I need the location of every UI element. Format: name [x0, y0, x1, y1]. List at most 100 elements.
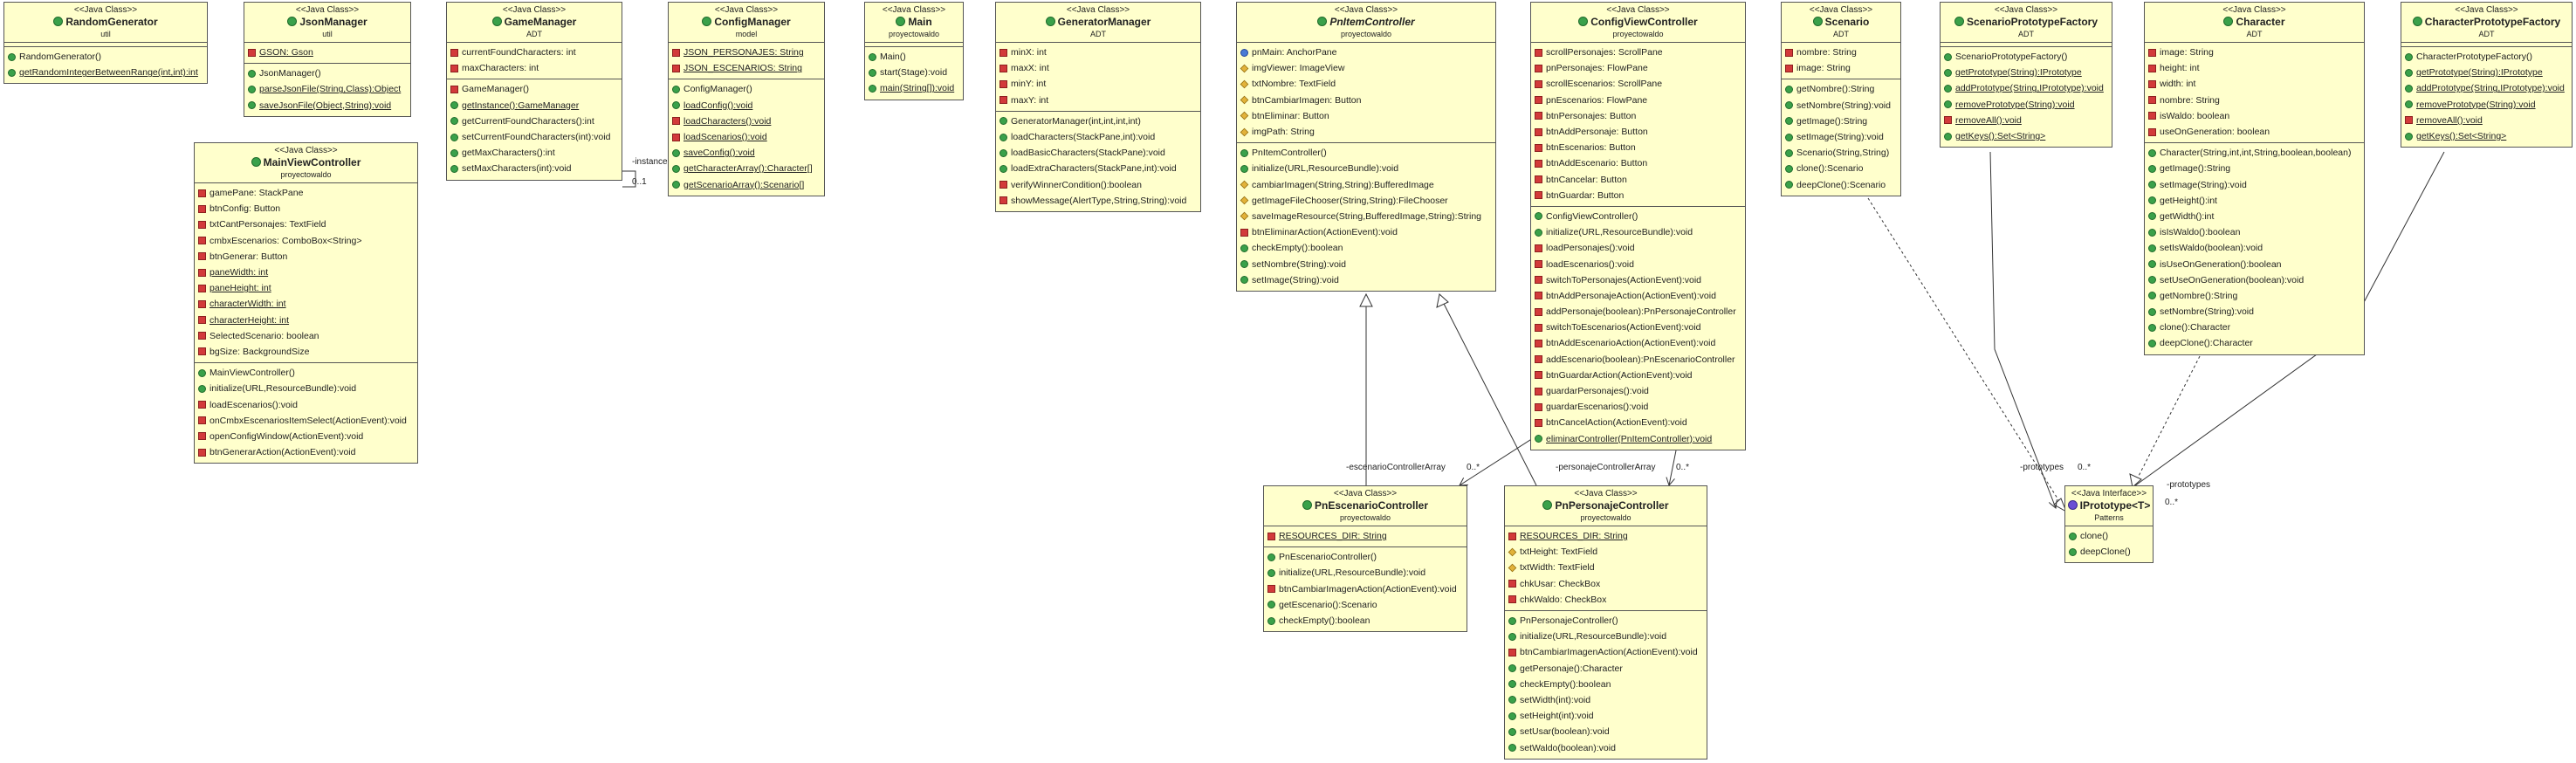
public-visibility-icon — [248, 85, 256, 93]
class-stereotype: <<Java Class>> — [1994, 5, 2058, 15]
class-icon — [251, 157, 261, 167]
class-package: model — [735, 30, 758, 38]
operation-row: setUseOnGeneration(boolean):void — [2148, 272, 2362, 288]
operation-row: getImage():String — [1785, 113, 1899, 129]
attribute-row: btnCambiarImagen: Button — [1240, 93, 1494, 108]
public-visibility-icon — [869, 52, 876, 61]
class-stereotype: <<Java Class>> — [1809, 5, 1873, 15]
operation-row: getEscenario():Scenario — [1267, 597, 1465, 613]
class-package: Patterns — [2094, 513, 2124, 522]
operation-text: addPersonaje(boolean):PnPersonajeControl… — [1546, 306, 1736, 318]
class-icon — [2412, 17, 2422, 26]
operation-row: checkEmpty():boolean — [1240, 240, 1494, 256]
character-realizes-iprototype-line — [2133, 355, 2201, 485]
attribute-text: chkUsar: CheckBox — [1520, 578, 1601, 589]
attribute-row: scrollPersonajes: ScrollPane — [1535, 45, 1743, 60]
private-visibility-icon — [1535, 355, 1542, 364]
operations-section: PnEscenarioController()initialize(URL,Re… — [1264, 546, 1467, 631]
operation-text: setUsar(boolean):void — [1520, 726, 1610, 738]
class-name-row: ConfigViewController — [1533, 16, 1743, 29]
operation-row: main(String[]):void — [869, 80, 961, 96]
private-visibility-icon — [1508, 648, 1516, 656]
operation-row: getMaxCharacters():int — [450, 145, 620, 161]
attribute-row: currentFoundCharacters: int — [450, 45, 620, 60]
attribute-row: pnPersonajes: FlowPane — [1535, 60, 1743, 76]
attribute-text: minX: int — [1011, 47, 1047, 58]
public-visibility-icon — [2148, 244, 2156, 252]
public-visibility-icon — [2148, 228, 2156, 237]
operation-text: btnGuardarAction(ActionEvent):void — [1546, 369, 1693, 381]
attribute-row: minY: int — [999, 76, 1199, 92]
attribute-text: txtHeight: TextField — [1520, 546, 1598, 558]
operation-text: openConfigWindow(ActionEvent):void — [210, 430, 364, 442]
operation-text: btnCambiarImagenAction(ActionEvent):void — [1520, 647, 1698, 658]
public-visibility-icon — [1508, 727, 1516, 736]
operation-row: getRandomIntegerBetweenRange(int,int):in… — [8, 65, 205, 80]
operation-text: setNombre(String):void — [1796, 100, 1891, 111]
operation-row: getPersonaje():Character — [1508, 661, 1705, 677]
attribute-row: btnAddPersonaje: Button — [1535, 124, 1743, 140]
operation-text: switchToEscenarios(ActionEvent):void — [1546, 322, 1701, 333]
operation-row: GeneratorManager(int,int,int,int) — [999, 113, 1199, 129]
attribute-text: isWaldo: boolean — [2160, 110, 2230, 121]
private-visibility-icon — [999, 48, 1007, 57]
public-visibility-icon — [1785, 164, 1793, 173]
operation-text: loadCharacters(StackPane,int):void — [1011, 132, 1156, 143]
pnpersonaje-generalization-arrowhead — [1436, 293, 1449, 308]
public-visibility-icon — [1508, 680, 1516, 689]
attribute-row: btnEscenarios: Button — [1535, 140, 1743, 155]
class-name-row: IPrototype<T> — [2067, 499, 2151, 512]
operation-row: Main() — [869, 49, 961, 65]
relation-mult-escenario-array: 0..* — [1467, 463, 1480, 472]
operation-text: clone() — [2080, 531, 2109, 542]
operation-row: setCurrentFoundCharacters(int):void — [450, 129, 620, 145]
private-visibility-icon — [1535, 143, 1542, 152]
public-visibility-icon — [450, 117, 458, 126]
attribute-text: imgViewer: ImageView — [1252, 63, 1345, 74]
public-visibility-icon — [2069, 547, 2077, 556]
attribute-row: btnPersonajes: Button — [1535, 108, 1743, 124]
pnescenario-generalization-arrowhead — [1359, 292, 1373, 307]
public-visibility-icon — [2148, 164, 2156, 173]
public-visibility-icon — [2148, 148, 2156, 157]
attribute-row: characterWidth: int — [198, 296, 416, 312]
operation-row: checkEmpty():boolean — [1508, 677, 1705, 692]
operation-row: removeAll():void — [2405, 113, 2570, 128]
attribute-row: minX: int — [999, 45, 1199, 60]
attribute-text: maxCharacters: int — [462, 63, 539, 74]
attribute-row: gamePane: StackPane — [198, 185, 416, 201]
operation-text: initialize(URL,ResourceBundle):void — [1546, 227, 1693, 238]
private-visibility-icon — [198, 448, 206, 457]
public-visibility-icon — [450, 133, 458, 141]
operations-section: PnPersonajeController()initialize(URL,Re… — [1505, 609, 1707, 759]
operation-row: setImage(String):void — [1785, 129, 1899, 145]
operation-row: PnEscenarioController() — [1267, 549, 1465, 565]
attribute-row: btnEliminar: Button — [1240, 108, 1494, 124]
class-package: ADT — [526, 30, 542, 38]
class-icon — [1542, 500, 1553, 510]
operation-text: loadScenarios():void — [683, 132, 767, 143]
class-name-row: RandomGenerator — [6, 16, 205, 29]
attribute-text: txtWidth: TextField — [1520, 562, 1595, 574]
operation-text: saveImageResource(String,BufferedImage,S… — [1252, 210, 1482, 222]
